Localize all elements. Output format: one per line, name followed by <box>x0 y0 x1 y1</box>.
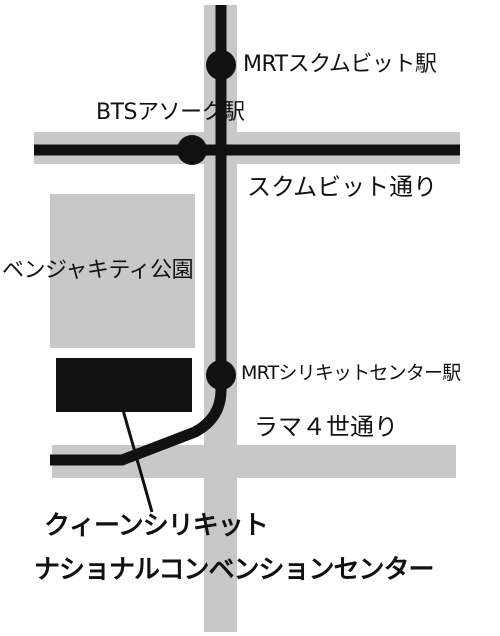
park-label: ベンジャキティ公園 <box>2 258 194 283</box>
road-label-sukhumvit: スクムビット通り <box>247 173 438 201</box>
venue-building <box>56 358 192 412</box>
station-label-mrt-sukhumvit: MRTスクムビット駅 <box>243 52 437 77</box>
station-marker-mrt-qsncc <box>206 360 236 390</box>
station-label-bts-asok: BTSアソーク駅 <box>96 100 245 125</box>
venue-leader-line <box>121 409 154 513</box>
road-label-rama4: ラマ４世通り <box>254 413 398 441</box>
station-marker-mrt-sukhumvit <box>206 50 236 80</box>
station-label-mrt-qsncc: MRTシリキットセンター駅 <box>241 362 461 384</box>
station-marker-bts-asok <box>177 135 207 165</box>
park-area <box>50 194 195 348</box>
venue-title-line2: ナショナルコンベンションセンター <box>34 555 434 585</box>
mrt-line <box>50 5 227 466</box>
venue-title-line1: クィーンシリキット <box>44 511 269 541</box>
